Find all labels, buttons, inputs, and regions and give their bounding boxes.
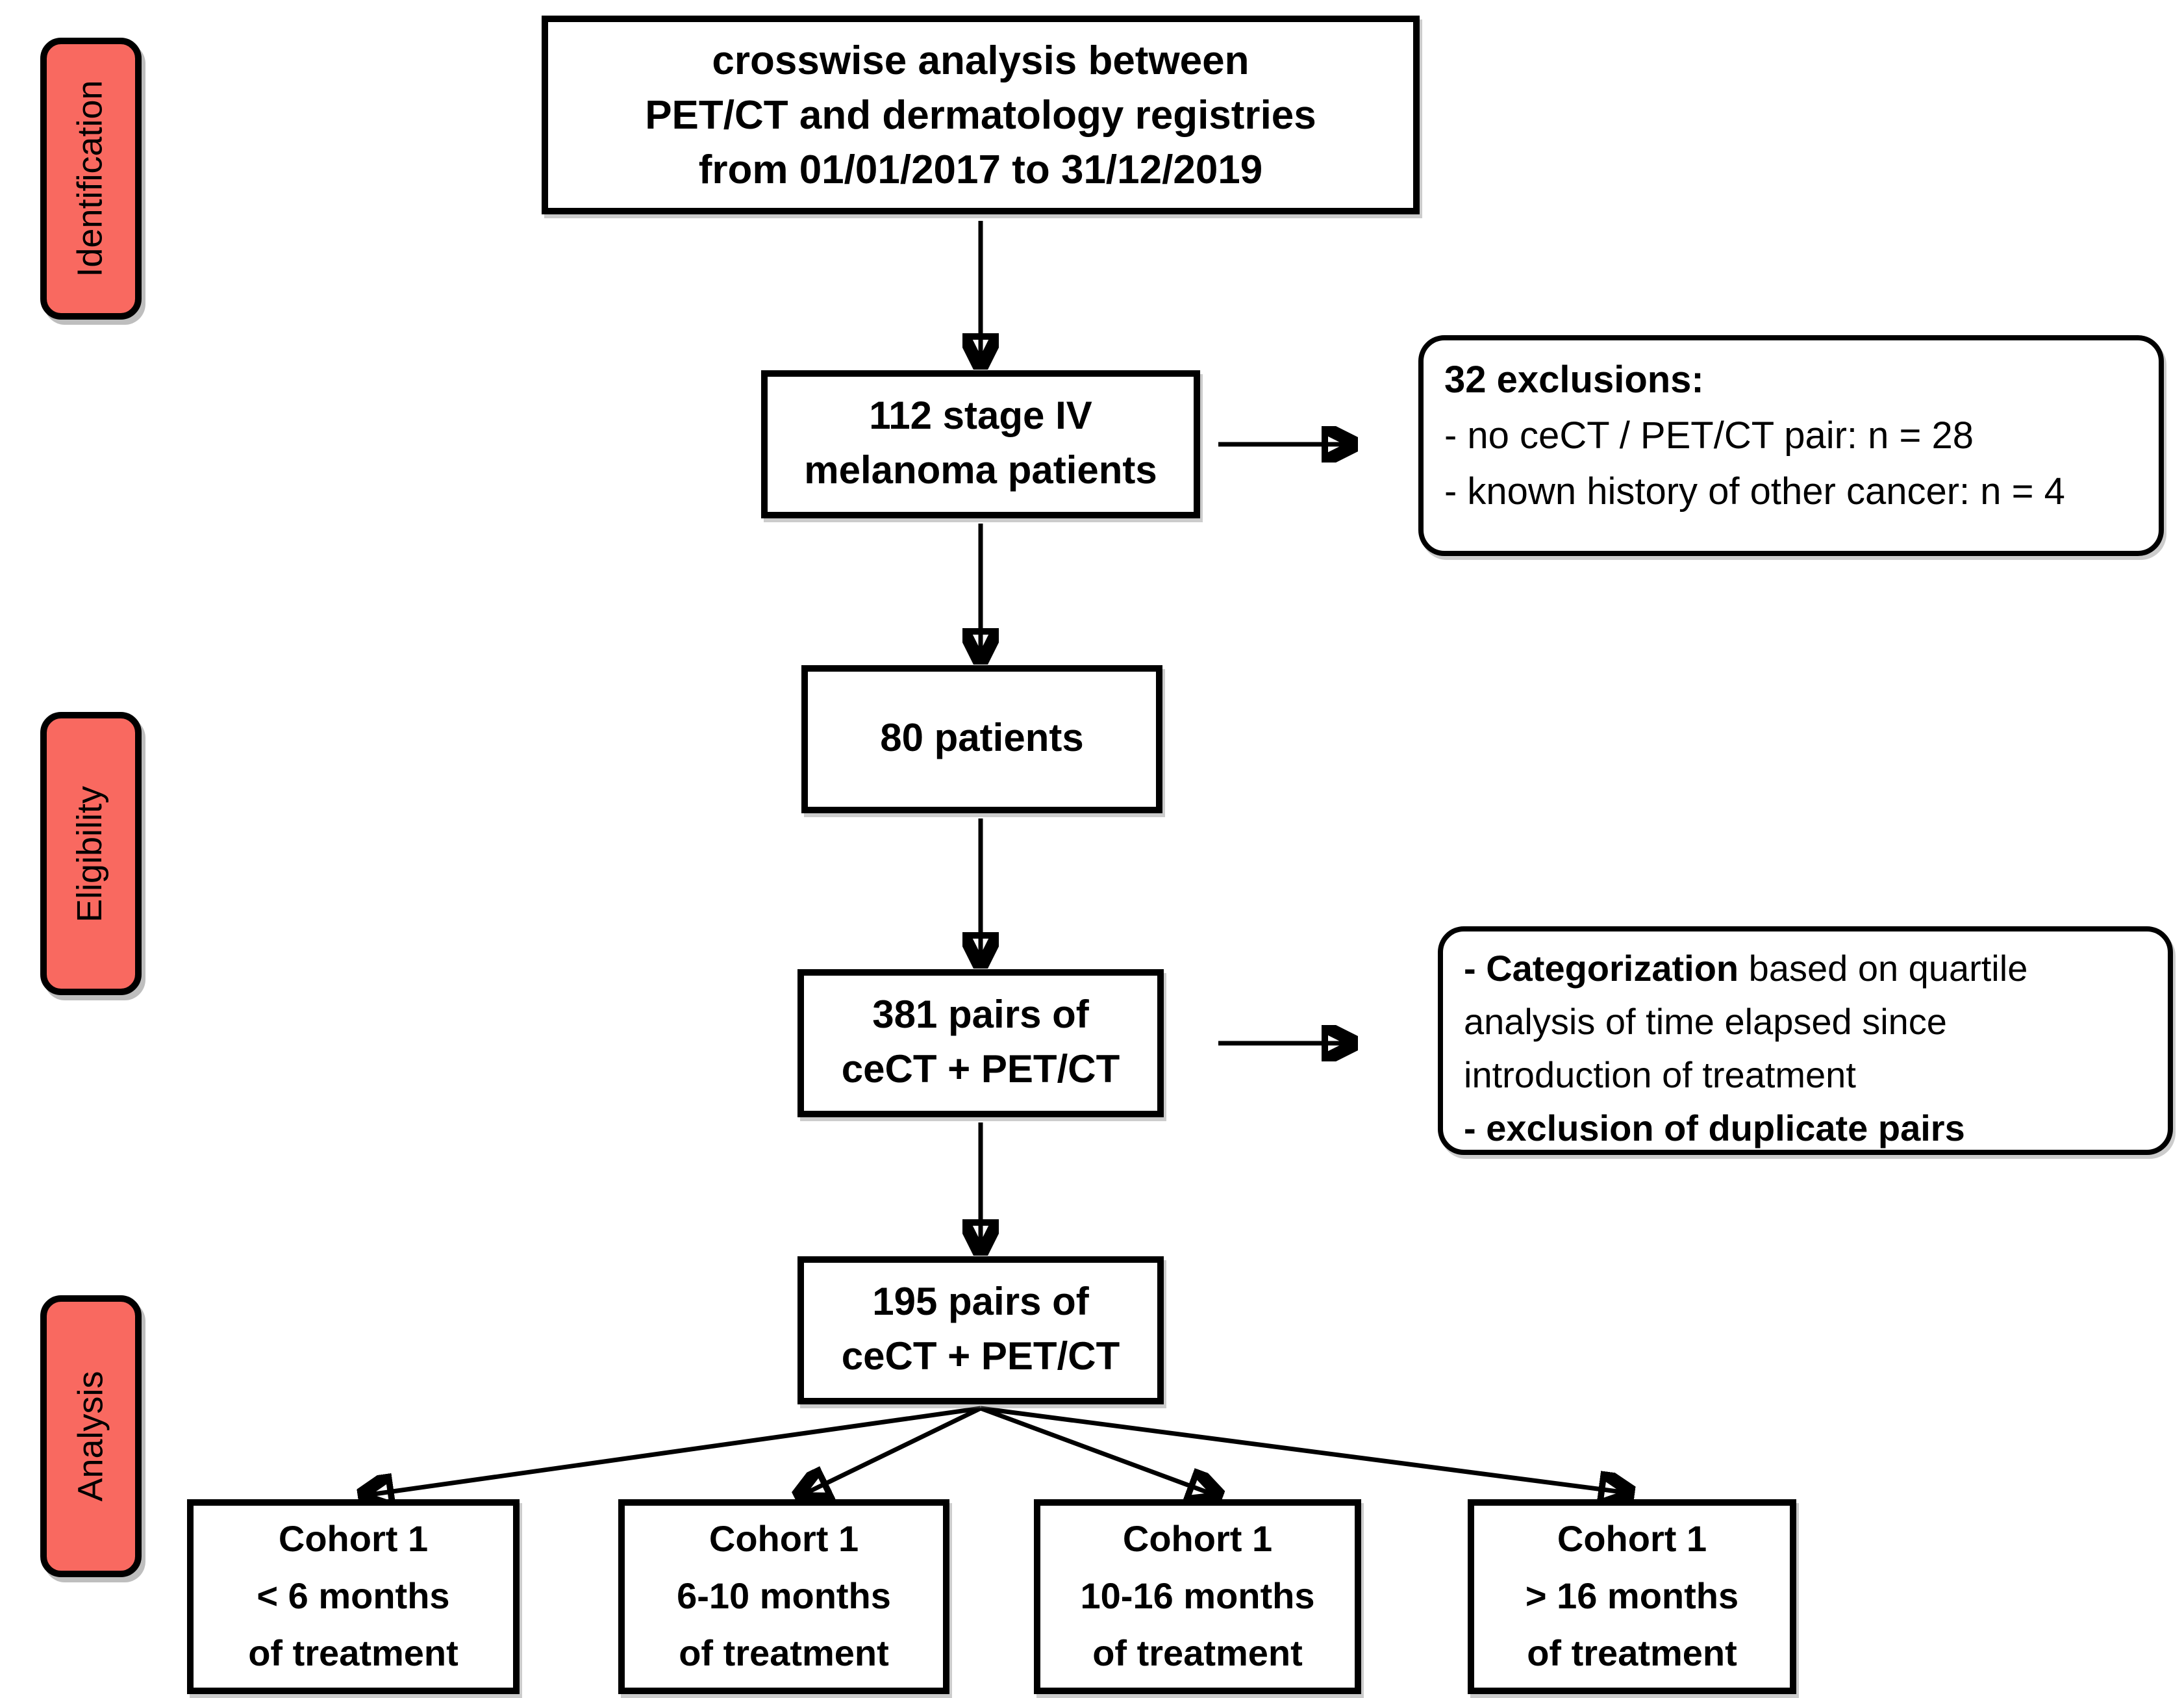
exclusions-title: 32 exclusions:	[1444, 360, 1704, 401]
node-line: > 16 months	[1525, 1576, 1739, 1616]
exclusions-item: - known history of other cancer: n = 4	[1444, 472, 2065, 513]
node-text: Cohort 1 10-16 months of treatment	[1081, 1511, 1315, 1682]
node-line: of treatment	[1527, 1633, 1737, 1673]
node-cohort-1-lt6: Cohort 1 < 6 months of treatment	[187, 1499, 520, 1694]
node-text: 80 patients	[880, 712, 1083, 767]
node-text: Cohort 1 < 6 months of treatment	[248, 1511, 458, 1682]
node-text: Cohort 1 6-10 months of treatment	[677, 1511, 891, 1682]
node-line: < 6 months	[257, 1576, 450, 1616]
node-screened-patients: 112 stage IV melanoma patients	[761, 370, 1200, 518]
note-categorization: - Categorization based on quartile analy…	[1438, 926, 2173, 1155]
node-line: 195 pairs of	[872, 1281, 1089, 1324]
node-text: 112 stage IV melanoma patients	[804, 390, 1157, 499]
categorization-line: analysis of time elapsed since	[1464, 1002, 1947, 1042]
node-line: ceCT + PET/CT	[841, 1336, 1120, 1378]
node-line: 10-16 months	[1080, 1576, 1315, 1616]
node-line: Cohort 1	[278, 1519, 429, 1559]
node-text: Cohort 1 > 16 months of treatment	[1525, 1511, 1738, 1682]
categorization-line: introduction of treatment	[1464, 1055, 1856, 1095]
node-text: 195 pairs of ceCT + PET/CT	[842, 1276, 1120, 1385]
node-eligible-patients: 80 patients	[801, 665, 1162, 813]
categorization-bold: - Categorization	[1464, 948, 1739, 989]
stage-label-text: Eligibility	[71, 785, 110, 922]
node-line: Cohort 1	[709, 1519, 859, 1559]
node-line: crosswise analysis between	[712, 37, 1249, 82]
node-line: of treatment	[679, 1633, 889, 1673]
node-line: 6-10 months	[677, 1576, 891, 1616]
node-line: of treatment	[1092, 1633, 1303, 1673]
node-line: of treatment	[248, 1633, 458, 1673]
categorization-rest: based on quartile	[1738, 948, 2028, 989]
stage-label-text: Analysis	[71, 1371, 110, 1502]
stage-label-eligibility: Eligibility	[40, 712, 142, 995]
node-cohort-1-6to10: Cohort 1 6-10 months of treatment	[618, 1499, 949, 1694]
node-line: ceCT + PET/CT	[841, 1048, 1120, 1091]
node-line: Cohort 1	[1557, 1519, 1707, 1559]
stage-label-identification: Identification	[40, 38, 142, 320]
node-source-registries: crosswise analysis between PET/CT and de…	[542, 16, 1420, 214]
node-cohort-1-10to16: Cohort 1 10-16 months of treatment	[1034, 1499, 1361, 1694]
node-line: 381 pairs of	[872, 994, 1089, 1037]
categorization-line: - Categorization based on quartile	[1464, 942, 2147, 995]
note-exclusions: 32 exclusions: - no ceCT / PET/CT pair: …	[1418, 335, 2164, 556]
node-line: melanoma patients	[804, 450, 1157, 492]
stage-label-analysis: Analysis	[40, 1295, 142, 1577]
node-text: crosswise analysis between PET/CT and de…	[645, 33, 1316, 197]
node-cohort-1-gt16: Cohort 1 > 16 months of treatment	[1468, 1499, 1796, 1694]
arrow-final-to-cohort-1	[365, 1406, 981, 1495]
arrow-final-to-cohort-2	[801, 1406, 982, 1495]
node-pairs-final: 195 pairs of ceCT + PET/CT	[797, 1256, 1164, 1404]
node-line: from 01/01/2017 to 31/12/2019	[698, 146, 1263, 192]
node-line: 80 patients	[880, 717, 1084, 760]
arrow-final-to-cohort-4	[980, 1406, 1627, 1493]
node-line: Cohort 1	[1122, 1519, 1273, 1559]
arrow-final-to-cohort-3	[979, 1406, 1216, 1495]
categorization-line: - exclusion of duplicate pairs	[1464, 1108, 1965, 1148]
node-text: 381 pairs of ceCT + PET/CT	[842, 989, 1120, 1098]
node-line: PET/CT and dermatology registries	[645, 92, 1316, 137]
node-line: 112 stage IV	[869, 395, 1092, 438]
stage-label-text: Identification	[71, 80, 110, 277]
node-pairs-all: 381 pairs of ceCT + PET/CT	[797, 969, 1164, 1117]
exclusions-item: - no ceCT / PET/CT pair: n = 28	[1444, 416, 1974, 457]
